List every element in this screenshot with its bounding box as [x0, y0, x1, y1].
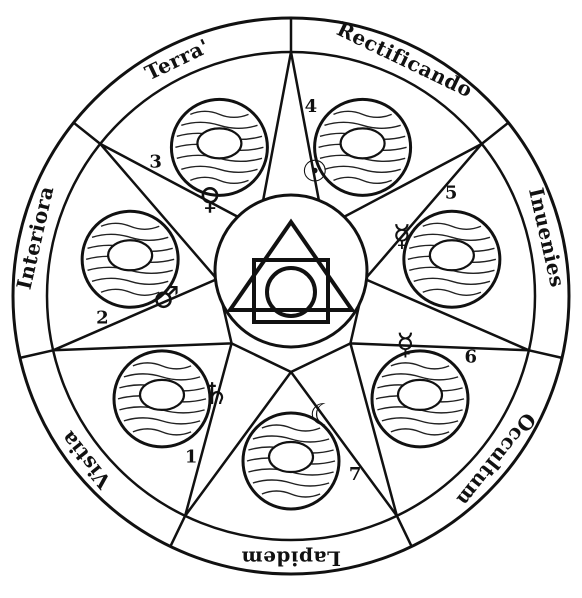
medallion-figure	[396, 378, 444, 411]
central-triangle	[226, 218, 356, 312]
ring-word: Lapidem	[241, 547, 341, 571]
medallion-figure	[196, 127, 243, 160]
central-figure	[213, 193, 369, 349]
planet-glyph: ☉	[301, 154, 328, 189]
star-point	[289, 341, 399, 517]
planet-glyph: ☿	[396, 328, 414, 363]
star-point	[52, 277, 234, 352]
medallion-hatching	[261, 424, 321, 432]
medallion-hatching	[413, 233, 491, 241]
medallion-hatching	[422, 288, 482, 296]
medallion-hatching	[261, 490, 321, 498]
medallion-hatching	[123, 417, 201, 425]
medallion-hatching	[324, 121, 401, 130]
ring-separator	[169, 515, 187, 548]
star-point	[348, 277, 530, 352]
central-square	[252, 258, 330, 324]
medallion-hatching	[190, 110, 249, 119]
point-number: 5	[445, 183, 458, 204]
planet-glyph: ♂	[153, 281, 180, 316]
medallion-figure	[428, 239, 475, 272]
ring-separator	[72, 121, 102, 145]
medallion-hatching	[100, 288, 160, 296]
planet-glyph: ☾	[309, 398, 336, 433]
medallion-hatching	[381, 373, 459, 381]
medallion-hatching	[252, 435, 330, 443]
medallion-hatching	[324, 165, 401, 174]
planet-glyph: ♀	[199, 182, 221, 217]
medallion-hatching	[333, 110, 392, 119]
medallion-figure	[267, 440, 315, 474]
medallion-hatching	[123, 373, 201, 381]
medallion-swan	[80, 209, 180, 309]
medallion-figure	[339, 127, 386, 160]
ring-separator	[480, 121, 510, 145]
medallion-figure	[107, 239, 154, 272]
ring-word: Occultum	[452, 408, 541, 511]
medallion-hatching	[190, 176, 249, 185]
medallion-hatching	[390, 428, 450, 436]
central-small-circle	[265, 266, 317, 318]
point-number: 2	[96, 308, 109, 329]
planet-glyph: ♄	[203, 377, 230, 412]
medallion-hatching	[422, 222, 482, 230]
medallion-eagle-skull	[112, 349, 212, 449]
medallion-hatching	[100, 222, 160, 230]
medallion-hatching	[132, 362, 192, 370]
ring-separator	[19, 349, 54, 360]
star-point	[183, 341, 293, 517]
medallion-figure	[138, 378, 186, 411]
central-circle	[213, 193, 369, 349]
medallion-hatching	[91, 233, 169, 241]
medallion-hatching	[413, 277, 491, 285]
medallion-birds-in-tree	[402, 209, 502, 309]
medallion-hatching	[381, 417, 459, 425]
ring-separator	[395, 515, 413, 548]
point-number: 4	[305, 96, 318, 117]
medallion-crown	[313, 97, 413, 197]
medallion-hatching	[252, 479, 330, 487]
medallion-hatching	[91, 277, 169, 285]
point-number: 6	[465, 346, 478, 367]
medallion-hatching	[333, 176, 392, 185]
point-number: 1	[185, 447, 198, 468]
medallion-phoenix	[169, 97, 269, 197]
point-number: 7	[349, 464, 362, 485]
medallion-hatching	[390, 362, 450, 370]
medallion-lion	[370, 349, 470, 449]
ring-separator	[528, 349, 563, 360]
medallions	[80, 97, 502, 511]
medallion-mermaid	[241, 411, 341, 511]
planet-glyphs: ☉ 4 ☿ 5 ☿ 6 ☾ 7 ♄ 1 ♂ 2 ♀ 3	[96, 96, 477, 485]
medallion-hatching	[181, 121, 258, 130]
planet-glyph: ☿	[393, 219, 411, 254]
point-number: 3	[149, 152, 162, 173]
ring-separators	[19, 18, 563, 548]
medallion-hatching	[181, 165, 258, 174]
medallion-hatching	[132, 428, 192, 436]
